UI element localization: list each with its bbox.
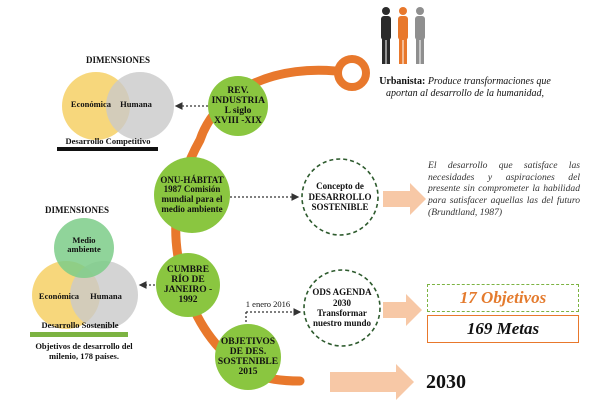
figure-person-dark (381, 7, 391, 64)
venn-top-humana (106, 72, 174, 140)
venn-bottom-medio-ambiente (54, 218, 114, 278)
milestone-circle-3 (156, 253, 220, 317)
block-arrow-year (330, 364, 414, 400)
concept-circle-sustainable (301, 158, 379, 236)
caption-underline-bottom (30, 332, 128, 337)
milestone-text-2: ONU-HÁBITAT 1987 Comisión mundial para e… (160, 174, 224, 214)
dimensions-top-caption: Desarrollo Competitivo (65, 136, 151, 146)
figure-person-gray (415, 7, 425, 64)
timeline-end-ring (334, 55, 370, 91)
block-arrow-goals (383, 294, 422, 326)
milestone-text-3: CUMBRE RÍO DE JANEIRO - 1992 (163, 264, 213, 306)
block-arrow-quote (383, 183, 426, 215)
concept-sustainable-text: Concepto de DESARROLLO SOSTENIBLE (308, 181, 372, 213)
year-label: 2030 (426, 371, 466, 393)
concept-ods-text: ODS AGENDA 2030 Transformar nuestro mund… (312, 287, 372, 329)
figure-person-orange (398, 7, 408, 64)
objectives-box: 17 Objetivos (427, 284, 579, 312)
milestone-circle-1 (208, 76, 268, 136)
milestone-circle-2 (154, 157, 230, 233)
caption-underline-top (57, 147, 158, 151)
venn-bottom-label-medio-ambiente: Medio ambiente (67, 235, 101, 254)
milestone-circle-4 (215, 324, 281, 390)
dimensions-bottom-title: DIMENSIONES (44, 205, 109, 215)
milestone-text-1: REV. INDUSTRIA L siglo XVIII -XIX (211, 85, 265, 127)
ods-date-label: 1 enero 2016 (245, 299, 291, 309)
brundtland-quote: El desarrollo que satisface las necesida… (428, 160, 580, 218)
targets-box: 169 Metas (427, 315, 579, 343)
dimensions-bottom-note: Objetivos de desarrollo del milenio, 178… (35, 341, 133, 362)
venn-bottom-label-economica: Económica (38, 291, 80, 301)
venn-top-label-humana: Humana (120, 99, 152, 109)
urbanista-text: Produce transformaciones que aportan al … (386, 76, 551, 99)
dimensions-top-title: DIMENSIONES (85, 55, 150, 65)
venn-bottom-label-humana: Humana (90, 291, 122, 301)
urbanista-label: Urbanista: (379, 76, 426, 87)
urbanista-caption: Urbanista: Produce transformaciones que … (372, 76, 558, 100)
milestone-text-4: OBJETIVOS DE DES. SOSTENIBLE 2015 (217, 336, 279, 378)
venn-top-label-economica: Económica (70, 99, 112, 109)
concept-circle-ods (303, 269, 381, 347)
dimensions-bottom-caption: Desarrollo Sostenible (41, 320, 119, 330)
venn-bottom-humana (70, 261, 138, 329)
